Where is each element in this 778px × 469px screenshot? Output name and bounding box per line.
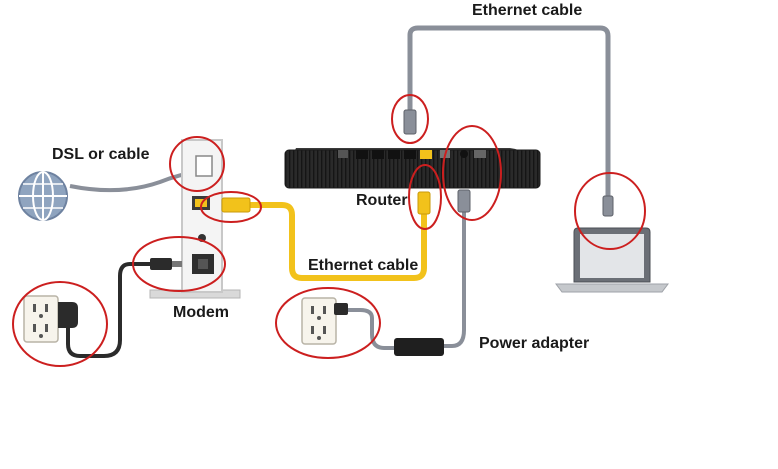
highlight-circle bbox=[169, 136, 225, 192]
gray-ethernet-plug-router bbox=[403, 109, 417, 135]
yellow-ethernet-cable bbox=[250, 202, 427, 281]
power-plug-right-outlet bbox=[334, 303, 348, 315]
highlight-circle bbox=[132, 236, 226, 292]
gray-ethernet-cable bbox=[407, 25, 611, 200]
label-dsl-or-cable: DSL or cable bbox=[52, 146, 150, 163]
label-ethernet-cable-top: Ethernet cable bbox=[472, 2, 583, 19]
highlight-circle bbox=[574, 172, 646, 250]
power-cable-outlet bbox=[338, 308, 396, 350]
highlight-circle bbox=[408, 164, 442, 230]
highlight-circles bbox=[12, 94, 646, 367]
wall-outlet-icon bbox=[301, 297, 337, 345]
dsl-cable bbox=[69, 170, 199, 193]
label-router: Router bbox=[356, 192, 408, 209]
power-cable-router bbox=[440, 212, 466, 348]
highlight-circle bbox=[391, 94, 429, 144]
router-icon bbox=[284, 148, 541, 189]
highlight-circle bbox=[275, 287, 381, 359]
label-modem: Modem bbox=[173, 304, 229, 321]
globe-icon bbox=[18, 171, 68, 221]
highlight-circle bbox=[200, 191, 262, 223]
ethernet-plug-laptop bbox=[602, 195, 614, 217]
power-plug-left-outlet bbox=[58, 302, 78, 328]
modem-power-cable bbox=[66, 262, 172, 358]
label-power-adapter: Power adapter bbox=[479, 335, 590, 352]
laptop-icon bbox=[555, 227, 669, 293]
modem-icon bbox=[149, 139, 241, 299]
yellow-ethernet-plug-router bbox=[417, 191, 431, 215]
wall-outlet-icon bbox=[23, 295, 59, 343]
highlight-circle bbox=[12, 281, 108, 367]
power-adapter-icon bbox=[394, 338, 444, 356]
ethernet-plug-modem bbox=[221, 197, 251, 213]
power-plug-modem bbox=[150, 258, 172, 270]
power-plug-router bbox=[457, 189, 471, 213]
label-ethernet-cable-mid: Ethernet cable bbox=[308, 257, 419, 274]
highlight-circle bbox=[442, 125, 502, 221]
